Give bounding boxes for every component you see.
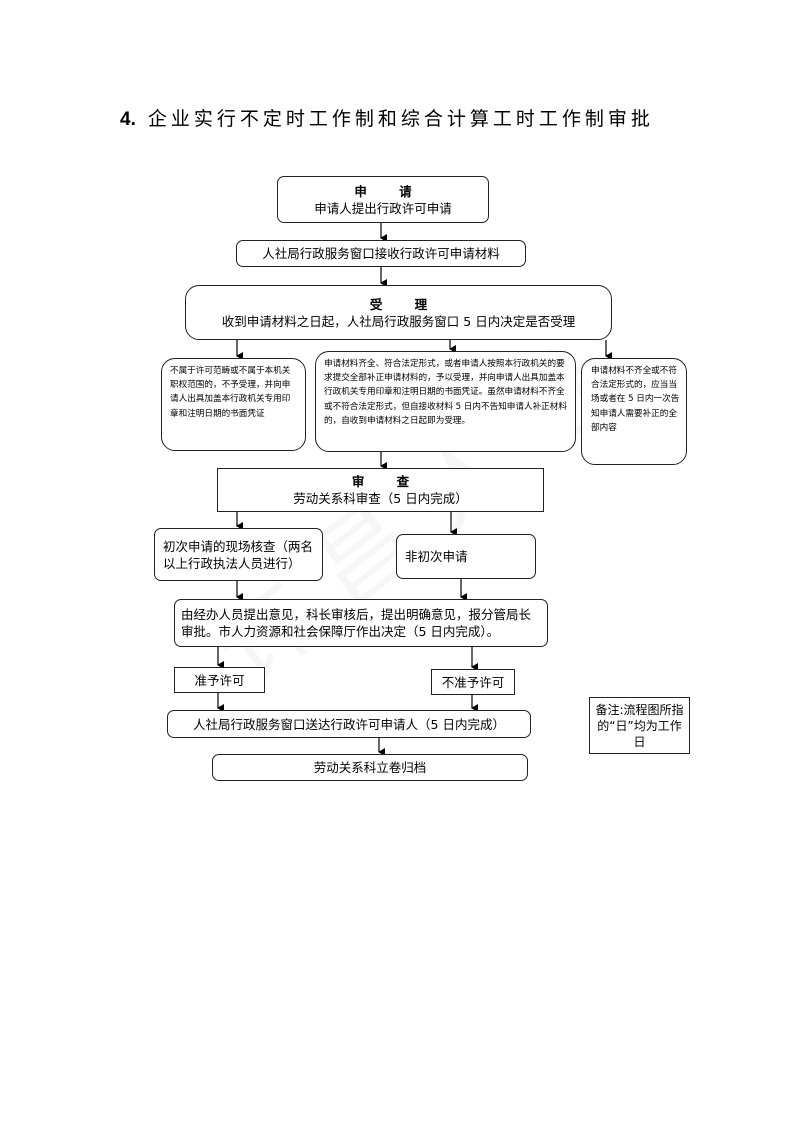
approve-text: 准予许可 — [194, 672, 245, 688]
title-number: 4. — [120, 109, 136, 130]
page-title: 4. 企业实行不定时工作制和综合计算工时工作制审批 — [120, 104, 654, 131]
accept-text: 收到申请材料之日起，人社局行政服务窗口 5 日内决定是否受理 — [221, 313, 576, 329]
review-box: 审 查 劳动关系科审查（5 日内完成） — [217, 468, 544, 512]
branch-right-text: 申请材料不齐全或不符合法定形式的，应当当场或者在 5 日内一次告知申请人需要补正… — [591, 366, 680, 433]
branch-mid-text: 申请材料齐全、符合法定形式，或者申请人按照本行政机关的要求提交全部补正申请材料的… — [324, 359, 567, 426]
apply-box: 申 请 申请人提出行政许可申请 — [277, 176, 489, 223]
note-text: 备注:流程图所指的“日”均为工作日 — [595, 702, 684, 749]
review-text: 劳动关系科审查（5 日内完成） — [293, 491, 468, 506]
receive-box: 人社局行政服务窗口接收行政许可申请材料 — [236, 240, 526, 267]
decision-text: 由经办人员提出意见，科长审核后，提出明确意见，报分管局长审批。市人力资源和社会保… — [181, 607, 532, 639]
branch-left-box: 不属于许可范畴或不属于本机关职权范围的，不予受理，并向申请人出具加盖本行政机关专… — [161, 358, 306, 451]
review-heading: 审 查 — [351, 474, 424, 489]
apply-text: 申请人提出行政许可申请 — [314, 200, 452, 216]
apply-heading: 申 请 — [354, 183, 426, 199]
non-first-apply-text: 非初次申请 — [405, 549, 468, 564]
first-apply-text: 初次申请的现场核查（两名以上行政执法人员进行） — [163, 538, 314, 571]
deliver-text: 人社局行政服务窗口送达行政许可申请人（5 日内完成） — [193, 716, 505, 732]
branch-mid-box: 申请材料齐全、符合法定形式，或者申请人按照本行政机关的要求提交全部补正申请材料的… — [315, 351, 576, 452]
receive-text: 人社局行政服务窗口接收行政许可申请材料 — [262, 246, 500, 261]
accept-box: 受 理 收到申请材料之日起，人社局行政服务窗口 5 日内决定是否受理 — [185, 285, 612, 340]
archive-box: 劳动关系科立卷归档 — [212, 754, 528, 781]
first-apply-box: 初次申请的现场核查（两名以上行政执法人员进行） — [154, 528, 323, 581]
approve-box: 准予许可 — [174, 667, 265, 693]
non-first-apply-box: 非初次申请 — [396, 534, 536, 579]
archive-text: 劳动关系科立卷归档 — [313, 760, 427, 775]
reject-text: 不准予许可 — [441, 674, 505, 690]
reject-box: 不准予许可 — [431, 669, 515, 695]
note-box: 备注:流程图所指的“日”均为工作日 — [589, 697, 690, 754]
decision-box: 由经办人员提出意见，科长审核后，提出明确意见，报分管局长审批。市人力资源和社会保… — [174, 599, 548, 647]
title-text: 企业实行不定时工作制和综合计算工时工作制审批 — [147, 108, 654, 130]
branch-left-text: 不属于许可范畴或不属于本机关职权范围的，不予受理，并向申请人出具加盖本行政机关专… — [170, 366, 291, 419]
accept-heading: 受 理 — [369, 296, 442, 312]
deliver-box: 人社局行政服务窗口送达行政许可申请人（5 日内完成） — [167, 710, 531, 738]
branch-right-box: 申请材料不齐全或不符合法定形式的，应当当场或者在 5 日内一次告知申请人需要补正… — [581, 358, 687, 465]
